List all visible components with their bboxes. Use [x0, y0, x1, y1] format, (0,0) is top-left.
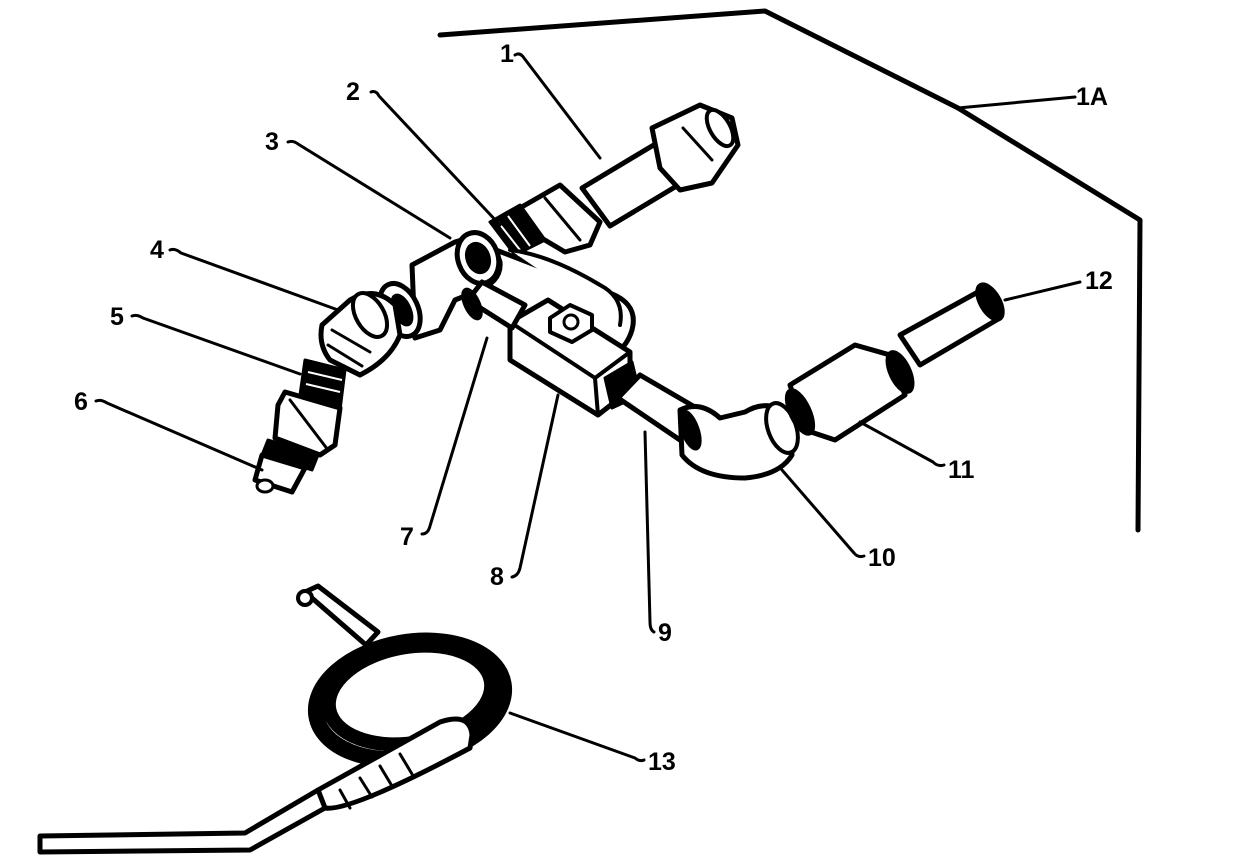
- part-3-tee: [377, 230, 503, 341]
- part-1-pipe-nipple: [517, 102, 741, 255]
- callout-3: 3: [265, 128, 279, 156]
- callout-12: 12: [1085, 267, 1113, 295]
- callout-2: 2: [346, 78, 360, 106]
- callout-6: 6: [74, 388, 88, 416]
- callout-4: 4: [150, 236, 164, 264]
- callout-7: 7: [400, 523, 414, 551]
- leader-lines: [94, 52, 1082, 763]
- callout-5: 5: [110, 303, 124, 331]
- callout-1: 1: [500, 40, 514, 68]
- part-11-union: [784, 342, 915, 443]
- part-12-nipple: [897, 282, 1005, 368]
- part-10-elbow: [677, 401, 800, 481]
- part-4-elbow: [318, 291, 403, 378]
- part-6-coupler: [252, 389, 343, 495]
- callout-11: 11: [948, 456, 975, 484]
- group-bracket-1a: [437, 8, 1143, 533]
- callout-1a: 1A: [1076, 83, 1108, 111]
- part-7-nipple: [461, 279, 528, 331]
- callout-10: 10: [868, 544, 896, 572]
- callout-13: 13: [648, 748, 676, 776]
- callout-8: 8: [490, 563, 504, 591]
- callout-9: 9: [658, 619, 672, 647]
- part-2-threaded-adapter: [488, 203, 547, 257]
- callout-labels: 1 1A 2 3 4 5 6 7 8 9 10 11 12 13: [74, 40, 1113, 776]
- part-13-coiled-probe: [37, 583, 513, 855]
